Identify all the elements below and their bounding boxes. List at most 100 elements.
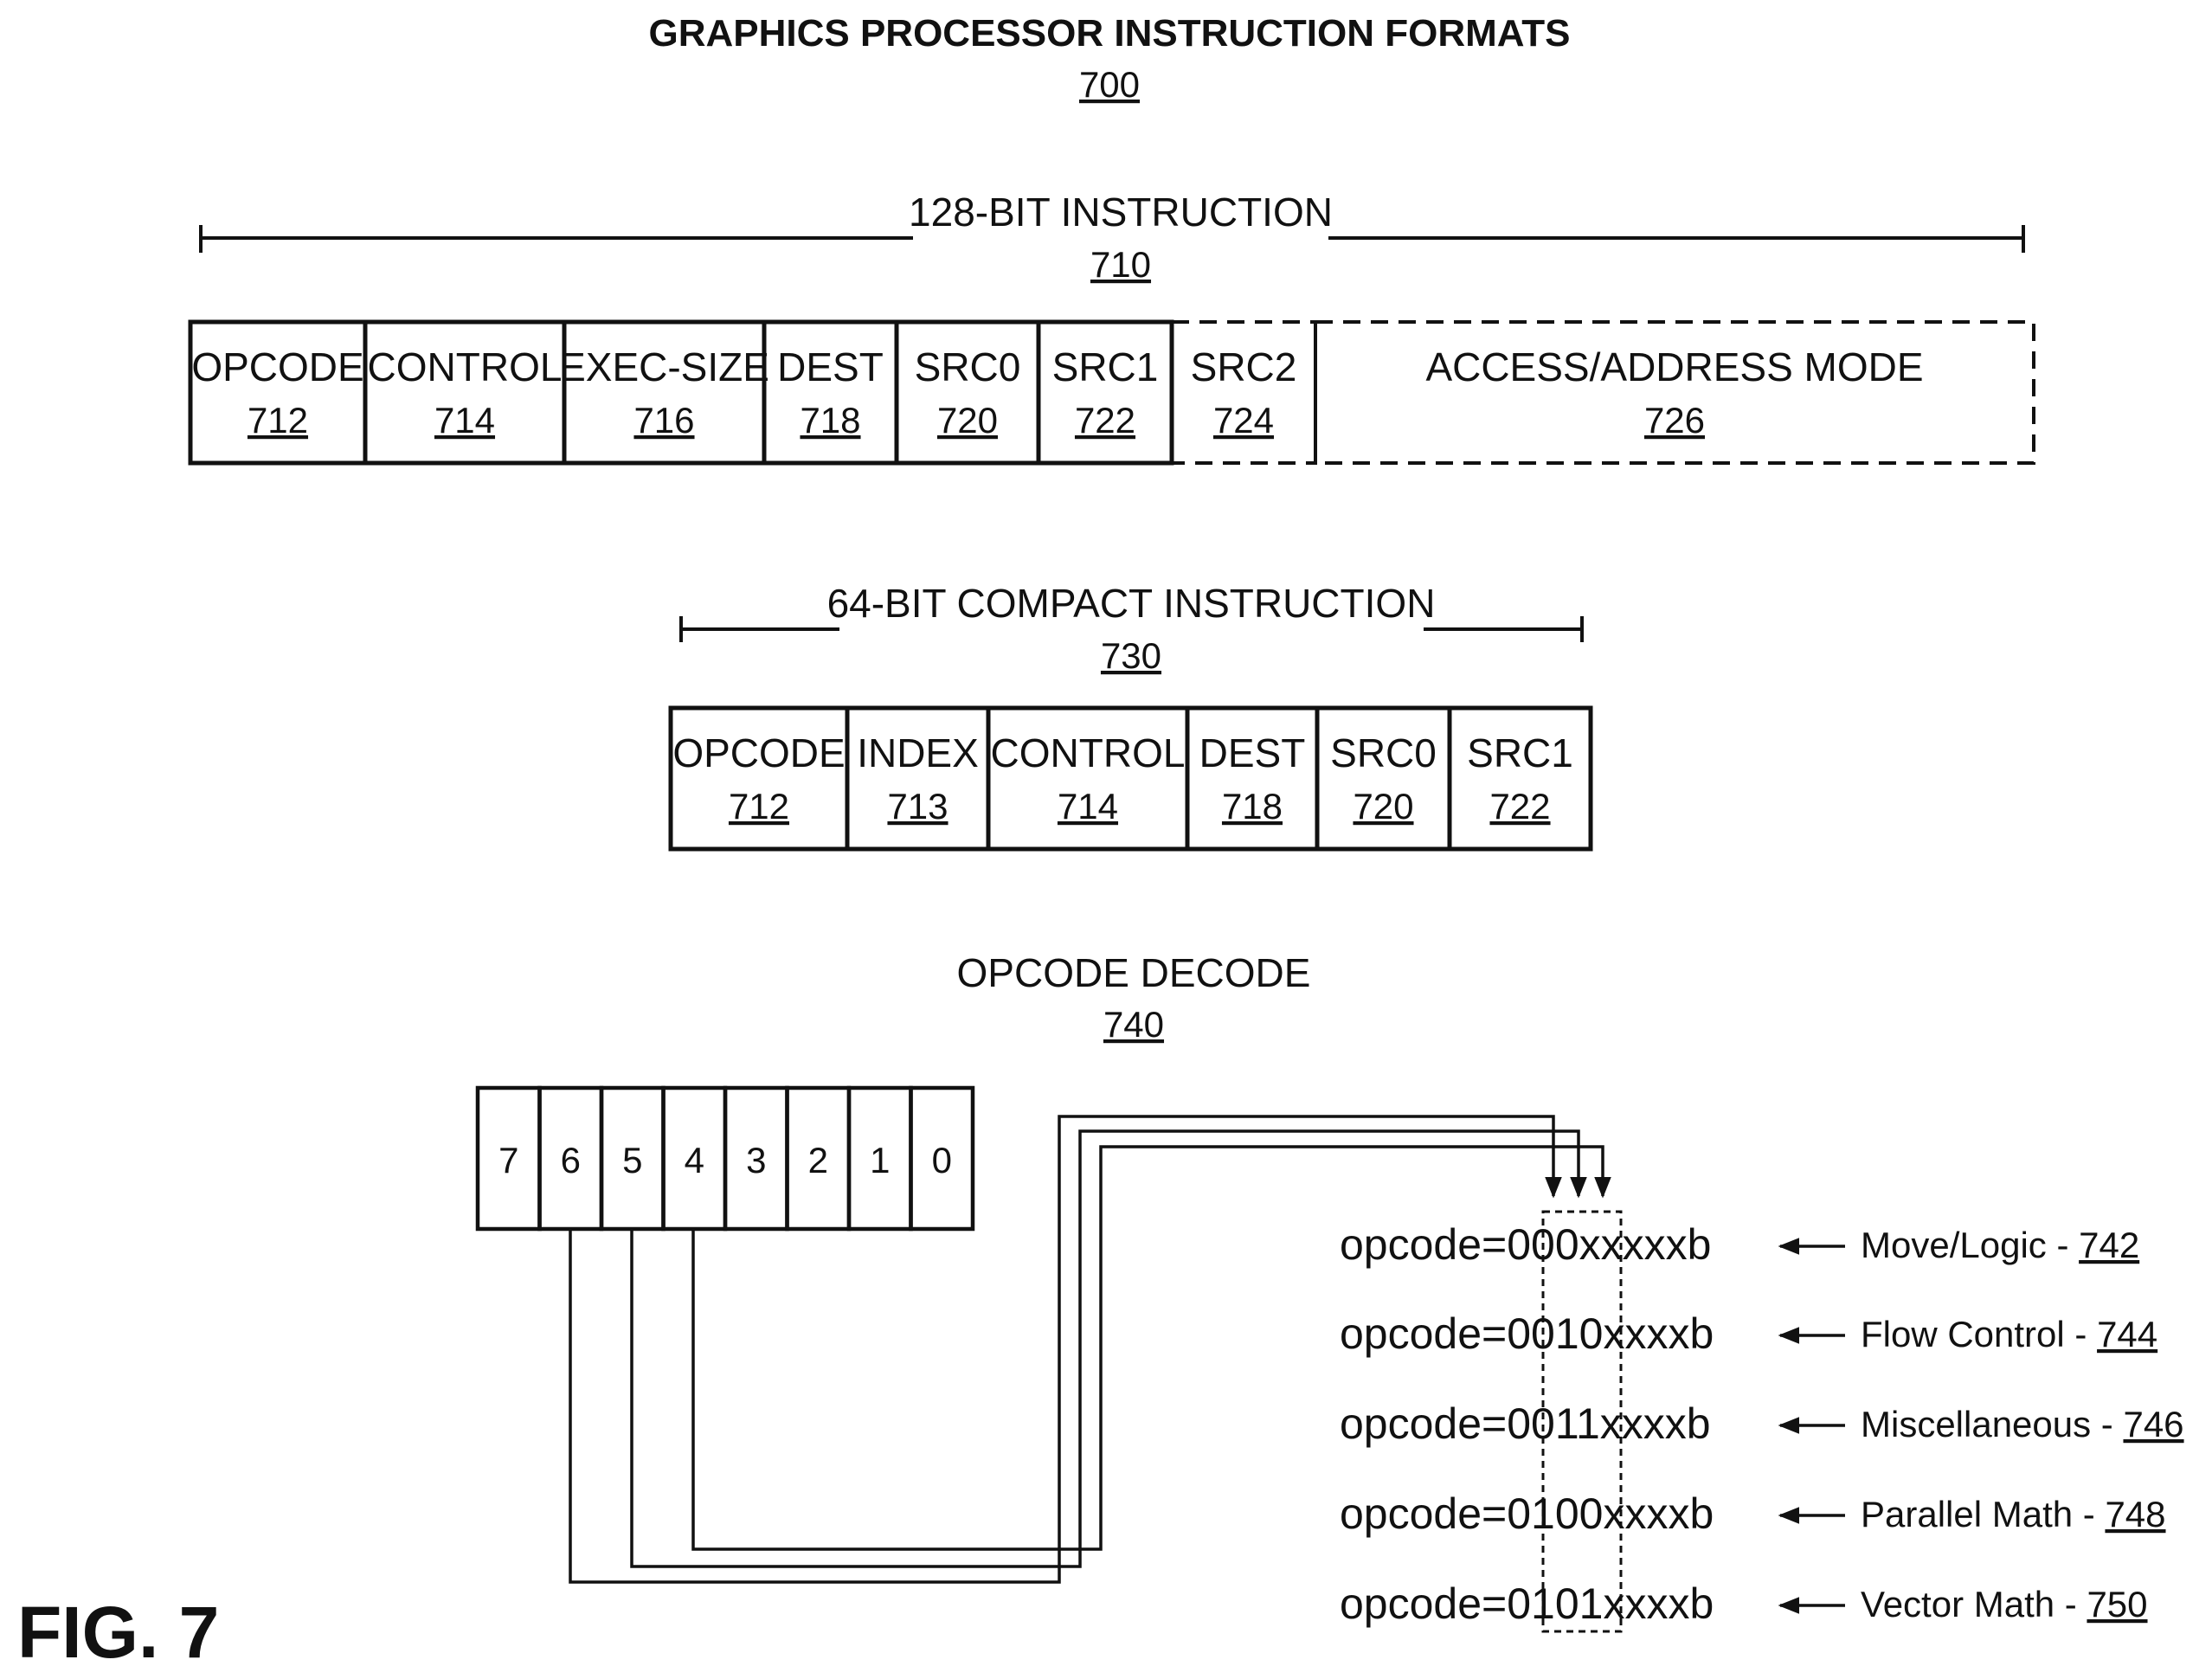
- field-ref: 714: [1058, 786, 1118, 827]
- field-name: CONTROL: [368, 344, 563, 389]
- opcode-row: opcode=0101xxxxb Vector Math - 750: [1340, 1579, 2148, 1628]
- opcode-row: opcode=0011xxxxb Miscellaneous - 746: [1340, 1399, 2184, 1448]
- field-box: [365, 322, 564, 463]
- opcode-pattern: opcode=000xxxxxb: [1340, 1220, 1711, 1269]
- field-128-src1: SRC1 722: [1038, 322, 1172, 463]
- span-128-bit-ref: 710: [1090, 244, 1151, 285]
- category-name: Move/Logic -: [1861, 1225, 2079, 1265]
- opcode-bit-register: 76543210: [478, 1088, 973, 1229]
- field-ref: 718: [800, 400, 860, 441]
- bit-7: 7: [478, 1088, 540, 1229]
- opcode-category: Move/Logic - 742: [1861, 1225, 2139, 1265]
- bit-3: 3: [725, 1088, 788, 1229]
- figure-label: FIG. 7: [17, 1592, 219, 1673]
- category-name: Vector Math -: [1861, 1584, 2087, 1624]
- field-ref: 720: [937, 400, 998, 441]
- bit-label: 0: [932, 1140, 952, 1180]
- field-128-dest: DEST 718: [764, 322, 897, 463]
- opcode-category: Miscellaneous - 746: [1861, 1404, 2184, 1444]
- opcode-category: Parallel Math - 748: [1861, 1494, 2166, 1534]
- opcode-pattern: opcode=0100xxxxb: [1340, 1489, 1714, 1538]
- bit-1: 1: [849, 1088, 911, 1229]
- category-name: Flow Control -: [1861, 1314, 2097, 1354]
- field-name: OPCODE: [191, 344, 363, 389]
- opcode-pattern: opcode=0010xxxxb: [1340, 1309, 1714, 1358]
- bit-0: 0: [911, 1088, 974, 1229]
- field-ref: 718: [1222, 786, 1283, 827]
- field-ref: 713: [887, 786, 948, 827]
- field-ref: 712: [248, 400, 308, 441]
- opcode-pattern: opcode=0101xxxxb: [1340, 1579, 1714, 1628]
- field-name: SRC0: [1330, 730, 1437, 775]
- category-name: Parallel Math -: [1861, 1494, 2105, 1534]
- field-box: [671, 708, 847, 849]
- field-box: [988, 708, 1187, 849]
- bit-5: 5: [601, 1088, 664, 1229]
- field-name: EXEC-SIZE: [559, 344, 769, 389]
- bit-6: 6: [540, 1088, 602, 1229]
- field-box: [1450, 708, 1591, 849]
- field-64-control: CONTROL 714: [988, 708, 1187, 849]
- field-box: [847, 708, 988, 849]
- opcode-decode-label: OPCODE DECODE: [957, 950, 1311, 995]
- category-ref: 748: [2105, 1494, 2165, 1534]
- field-128-access-address-mode: ACCESS/ADDRESS MODE 726: [1315, 322, 2034, 463]
- opcode-decode-ref: 740: [1103, 1004, 1164, 1045]
- field-ref: 714: [434, 400, 495, 441]
- field-ref: 722: [1075, 400, 1135, 441]
- field-name: SRC1: [1052, 344, 1159, 389]
- field-box: [897, 322, 1038, 463]
- field-64-src1: SRC1 722: [1450, 708, 1591, 849]
- opcode-category: Vector Math - 750: [1861, 1584, 2148, 1624]
- field-name: DEST: [1199, 730, 1306, 775]
- field-ref: 724: [1213, 400, 1274, 441]
- field-box: [1187, 708, 1317, 849]
- category-ref: 746: [2123, 1404, 2183, 1444]
- opcode-row: opcode=0100xxxxb Parallel Math - 748: [1340, 1489, 2166, 1538]
- opcode-row: opcode=0010xxxxb Flow Control - 744: [1340, 1309, 2157, 1358]
- field-box: [1317, 708, 1450, 849]
- field-ref: 722: [1489, 786, 1550, 827]
- opcode-row: opcode=000xxxxxb Move/Logic - 742: [1340, 1220, 2139, 1269]
- field-box: [1315, 322, 2034, 463]
- field-name: INDEX: [857, 730, 979, 775]
- bit-label: 2: [808, 1140, 828, 1180]
- category-ref: 744: [2097, 1314, 2157, 1354]
- field-name: CONTROL: [991, 730, 1186, 775]
- field-name: DEST: [777, 344, 884, 389]
- figure-title-ref: 700: [1079, 64, 1140, 105]
- field-name: SRC0: [915, 344, 1021, 389]
- figure-title: GRAPHICS PROCESSOR INSTRUCTION FORMATS: [648, 12, 1570, 55]
- field-ref: 716: [633, 400, 694, 441]
- category-ref: 750: [2087, 1584, 2147, 1624]
- span-128-bit-label: 128-BIT INSTRUCTION: [909, 190, 1333, 235]
- instruction-128-bit: OPCODE 712 CONTROL 714 EXEC-SIZE 716 DEST 718 SR…: [190, 322, 2034, 463]
- field-box: [564, 322, 764, 463]
- field-64-dest: DEST 718: [1187, 708, 1317, 849]
- span-64-bit-ref: 730: [1101, 635, 1161, 676]
- field-64-index: INDEX 713: [847, 708, 988, 849]
- field-128-src2: SRC2724: [1172, 322, 1315, 463]
- field-box: [1172, 322, 1315, 463]
- field-name: ACCESS/ADDRESS MODE: [1425, 344, 1923, 389]
- category-ref: 742: [2079, 1225, 2139, 1265]
- field-box: [190, 322, 365, 463]
- field-128-control: CONTROL 714: [365, 322, 564, 463]
- bit-2: 2: [788, 1088, 850, 1229]
- span-64-bit-label: 64-BIT COMPACT INSTRUCTION: [827, 581, 1436, 626]
- field-ref: 712: [729, 786, 789, 827]
- field-ref: 726: [1644, 400, 1705, 441]
- bit-label: 6: [561, 1140, 581, 1180]
- bit-label: 7: [498, 1140, 518, 1180]
- field-ref: 720: [1353, 786, 1413, 827]
- field-128-opcode: OPCODE 712: [190, 322, 365, 463]
- field-name: OPCODE: [672, 730, 845, 775]
- opcode-pattern: opcode=0011xxxxb: [1340, 1399, 1711, 1448]
- bit-label: 1: [870, 1140, 890, 1180]
- field-name: SRC1: [1467, 730, 1573, 775]
- opcode-decode-table: opcode=000xxxxxbMove/Logic - 742opcode=0…: [1340, 1220, 2184, 1628]
- bit-label: 3: [746, 1140, 766, 1180]
- field-64-src0: SRC0 720: [1317, 708, 1450, 849]
